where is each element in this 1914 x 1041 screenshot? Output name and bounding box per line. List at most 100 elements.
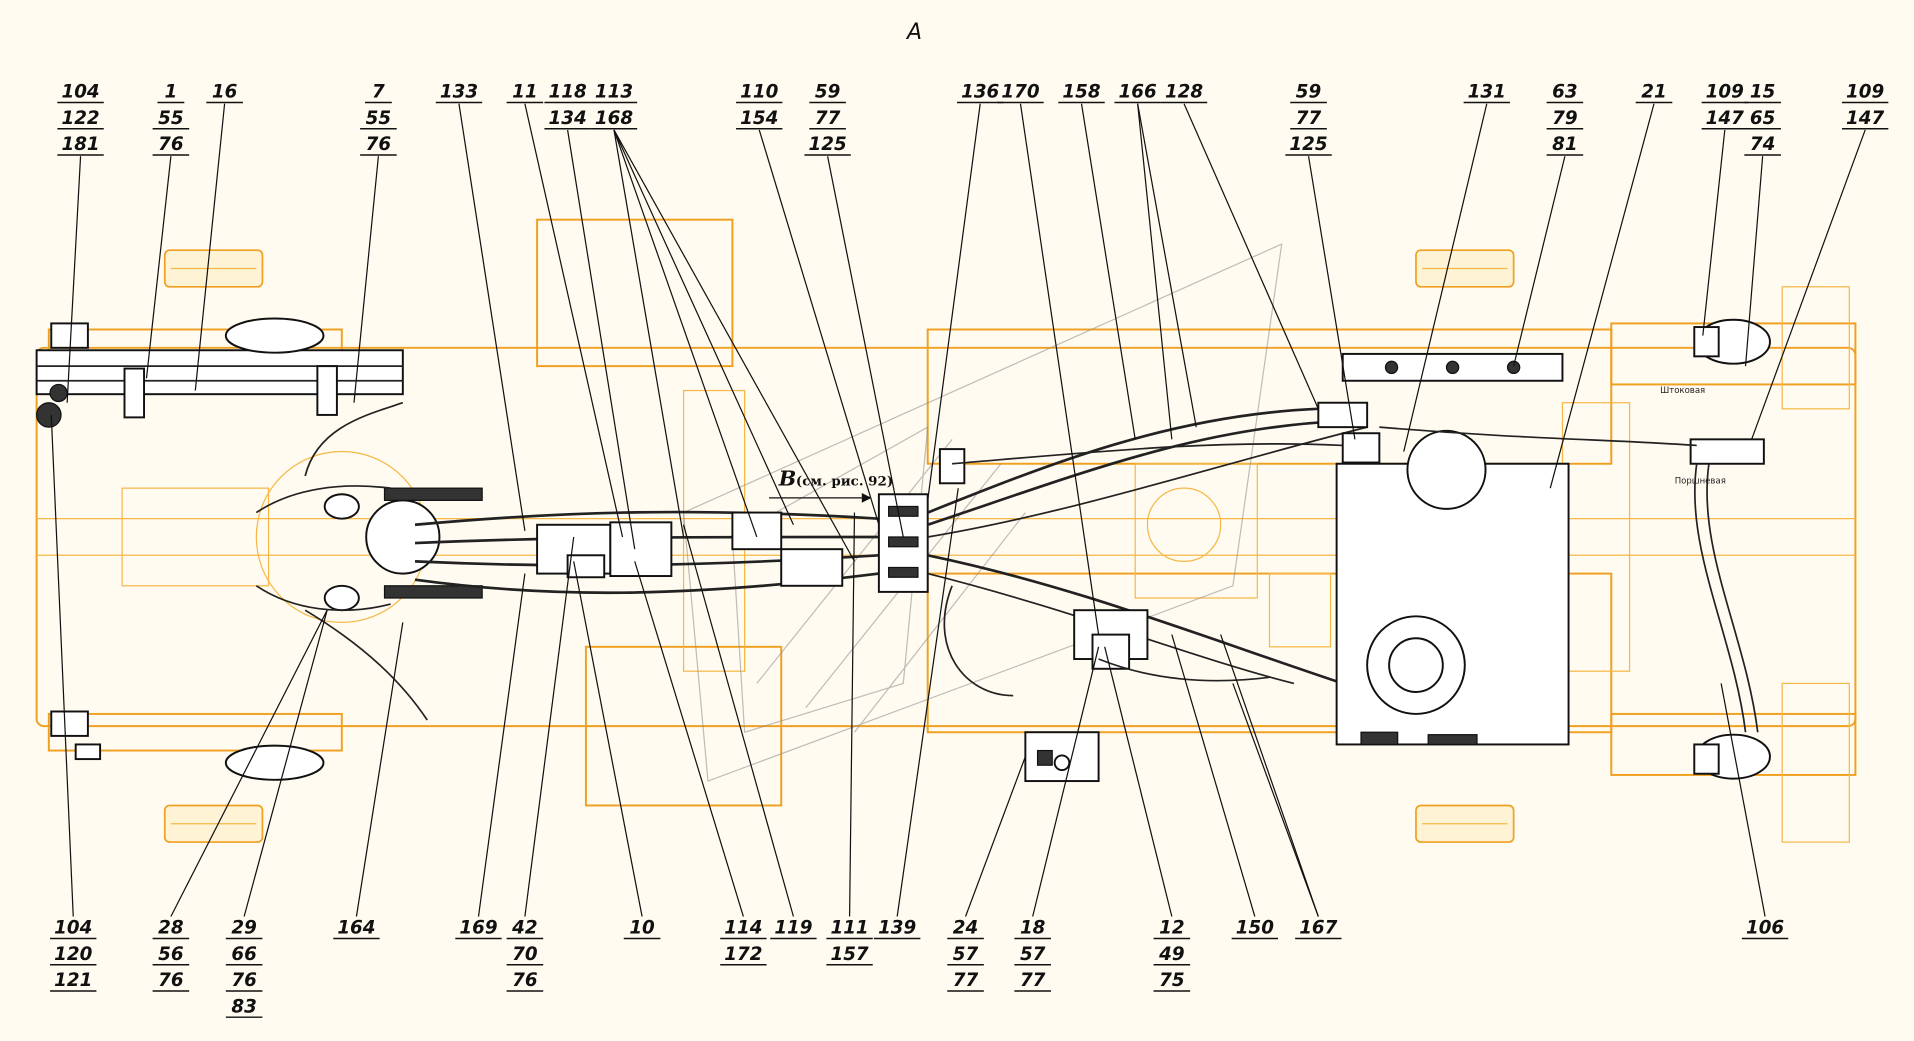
leader-top-8-0 — [758, 129, 880, 525]
callout-number: 170 — [1001, 82, 1039, 103]
leader-bottom-15-0 — [1232, 683, 1319, 917]
callout-top-12: 158 — [1058, 82, 1105, 104]
callout-number: 77 — [953, 970, 979, 991]
callout-number: 104 — [54, 918, 92, 939]
callout-number: 76 — [158, 970, 184, 991]
leader-bottom-0-0 — [50, 414, 74, 917]
callout-bottom-6: 10 — [623, 918, 661, 940]
callout-number: 10 — [629, 918, 655, 939]
view-letter: A — [905, 20, 922, 45]
callout-number: 83 — [231, 996, 256, 1017]
callout-bottom-10: 139 — [873, 918, 921, 940]
rod-side-label: Штоковая — [1660, 386, 1705, 396]
leader-top-13-0 — [1137, 103, 1173, 440]
callout-number: 21 — [1641, 82, 1666, 103]
callout-bottom-3: 164 — [333, 918, 380, 940]
callout-number: 56 — [158, 944, 184, 965]
leader-top-12-0 — [1080, 103, 1136, 440]
leader-top-11-0 — [1019, 103, 1100, 635]
callout-number: 77 — [1296, 108, 1322, 129]
callout-number: 139 — [878, 918, 916, 939]
leader-bottom-15-1 — [1220, 634, 1319, 917]
callout-number: 157 — [830, 944, 868, 965]
leader-top-18-0 — [1549, 103, 1655, 489]
leader-top-15-0 — [1307, 156, 1356, 440]
leader-top-7-0 — [613, 129, 685, 538]
callout-top-13: 166 — [1114, 82, 1161, 104]
reference-note-letter: B — [778, 467, 797, 491]
callout-number: 119 — [774, 918, 812, 939]
leader-top-7-2 — [613, 129, 794, 526]
callout-number: 168 — [595, 108, 633, 129]
callout-number: 24 — [953, 918, 978, 939]
callout-number: 169 — [459, 918, 497, 939]
callout-number: 147 — [1706, 108, 1744, 129]
leader-bottom-10-0 — [896, 488, 959, 917]
leader-top-13-1 — [1137, 103, 1197, 428]
callout-number: 76 — [158, 134, 184, 155]
leader-bottom-2-0 — [243, 610, 328, 917]
callout-number: 118 — [549, 82, 587, 103]
leader-bottom-8-0 — [682, 524, 795, 917]
piston-side-label: Поршневая — [1675, 476, 1726, 486]
callout-bottom-8: 119 — [770, 918, 817, 940]
callout-number: 28 — [158, 918, 184, 939]
leader-bottom-5-0 — [524, 536, 575, 917]
callout-number: 59 — [1296, 82, 1321, 103]
callout-number: 76 — [512, 970, 538, 991]
callout-number: 131 — [1468, 82, 1506, 103]
callout-number: 57 — [953, 944, 979, 965]
leader-lines — [50, 103, 1866, 917]
callout-number: 29 — [231, 918, 256, 939]
reference-note: B (см. рис. 92) — [769, 467, 893, 503]
callout-number: 164 — [337, 918, 375, 939]
callout-number: 147 — [1846, 108, 1884, 129]
callout-number: 79 — [1552, 108, 1577, 129]
callout-number: 111 — [830, 918, 868, 939]
leader-bottom-3-0 — [355, 622, 404, 917]
leader-bottom-7-0 — [634, 561, 744, 917]
callout-number: 134 — [549, 108, 587, 129]
callout-number: 1 — [165, 82, 178, 103]
reference-note-text: (см. рис. 92) — [796, 474, 893, 490]
leader-top-7-1 — [613, 129, 758, 538]
callout-number: 181 — [61, 134, 99, 155]
callout-number: 65 — [1750, 108, 1775, 129]
callout-number: 166 — [1119, 82, 1157, 103]
callout-number: 150 — [1236, 918, 1274, 939]
callout-top-15: 59 77 125 — [1285, 82, 1332, 156]
callout-bottom-1: 28 56 76 — [152, 918, 190, 992]
callout-bottom-15: 167 — [1295, 918, 1342, 940]
callout-number: 49 — [1158, 944, 1184, 965]
leader-top-0-0 — [66, 156, 82, 403]
leader-top-2-0 — [194, 103, 226, 391]
callout-number: 167 — [1299, 918, 1337, 939]
leader-top-3-0 — [353, 156, 380, 403]
callout-number: 57 — [1020, 944, 1046, 965]
callout-number: 75 — [1159, 970, 1184, 991]
callout-number: 81 — [1552, 134, 1577, 155]
leader-bottom-14-0 — [1171, 634, 1256, 917]
leader-top-7-3 — [613, 129, 855, 562]
callout-number: 125 — [809, 134, 847, 155]
leader-top-6-0 — [567, 129, 636, 550]
callout-top-10: 136 — [957, 82, 1004, 104]
callout-number: 63 — [1552, 82, 1577, 103]
leader-top-17-0 — [1513, 156, 1566, 367]
callout-number: 15 — [1750, 82, 1775, 103]
callout-top-4: 133 — [435, 82, 483, 104]
callout-number: 136 — [961, 82, 999, 103]
callout-number: 76 — [366, 134, 392, 155]
callout-top-2: 16 — [206, 82, 243, 104]
callout-number: 59 — [815, 82, 840, 103]
callout-number: 125 — [1289, 134, 1327, 155]
